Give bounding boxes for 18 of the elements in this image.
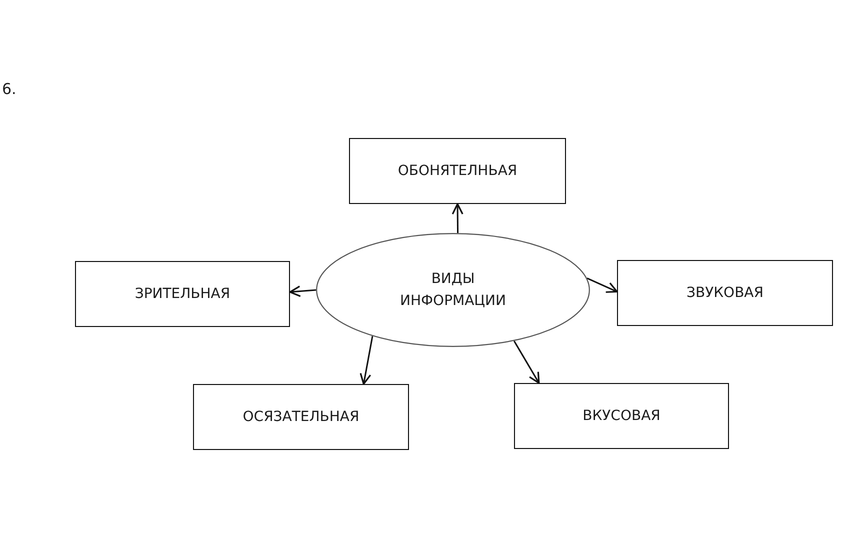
node-label: ОСЯЗАТЕЛЬНАЯ [242, 409, 360, 425]
node-label: ЗРИТЕЛЬНАЯ [134, 286, 230, 302]
node-label: ВИДЫ ИНФОРМАЦИИ [399, 270, 507, 311]
arrow [513, 340, 540, 384]
category-box [514, 383, 729, 449]
node-label: ВКУСОВАЯ [582, 408, 660, 424]
category-box [193, 384, 409, 450]
category-box [349, 138, 566, 204]
arrow [586, 277, 618, 293]
category-box [75, 261, 290, 327]
exercise-number: 6. [2, 80, 16, 98]
ellipse-node [316, 233, 590, 347]
node-label: ОБОНЯТЕЛНЬАЯ [398, 163, 518, 179]
arrow [289, 285, 316, 298]
arrow [360, 336, 374, 385]
category-box [617, 260, 833, 326]
node-label: ЗВУКОВАЯ [686, 285, 764, 301]
arrow [452, 203, 464, 234]
